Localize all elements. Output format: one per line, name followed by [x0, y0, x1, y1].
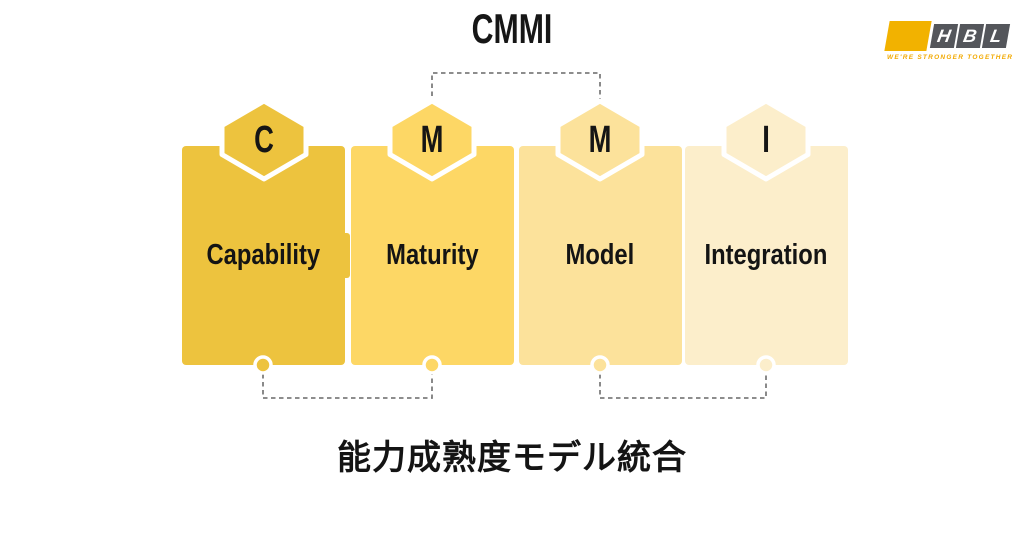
hexagon-letter-m2: M [588, 118, 612, 161]
hexagon-icon [219, 98, 308, 182]
card-maturity-label: Maturity [385, 239, 479, 271]
card-model-label: Model [565, 239, 635, 271]
japanese-subtitle: 能力成熟度モデル統合 [337, 438, 687, 478]
logo-tagline: WE'RE STRONGER TOGETHER [887, 54, 1014, 61]
hbl-logo: H B L WE'RE STRONGER TOGETHER [884, 21, 1014, 61]
card-capability-dot [253, 355, 273, 375]
page-title: CMMI [0, 5, 1024, 52]
card-capability: Capability [182, 146, 345, 365]
card-maturity-dot [422, 355, 442, 375]
bottom-left-dashed-bracket [262, 374, 433, 399]
hexagon-badge-c: C [217, 97, 311, 187]
hexagon-letter-m1: M [420, 118, 444, 161]
top-dashed-bracket [431, 72, 601, 104]
card-integration-dot [756, 355, 776, 375]
card-model-dot [590, 355, 610, 375]
card-capability-label: Capability [206, 239, 321, 271]
card-maturity: Maturity [350, 146, 514, 365]
card-capability-side-tab [345, 233, 350, 278]
hexagon-icon [387, 98, 477, 182]
hexagon-badge-m1: M [385, 97, 479, 187]
hexagon-badge-m2: M [553, 97, 647, 187]
page-title-text: CMMI [471, 5, 553, 52]
hexagon-icon [555, 98, 645, 182]
card-integration-label: Integration [704, 239, 828, 271]
card-model: Model [518, 146, 682, 365]
hexagon-letter-c: C [253, 118, 274, 161]
card-integration: Integration [684, 146, 848, 365]
bottom-right-dashed-bracket [599, 374, 767, 399]
hexagon-letter-i: I [762, 118, 770, 161]
hexagon-badge-i: I [719, 97, 813, 187]
hexagon-icon [721, 98, 811, 182]
